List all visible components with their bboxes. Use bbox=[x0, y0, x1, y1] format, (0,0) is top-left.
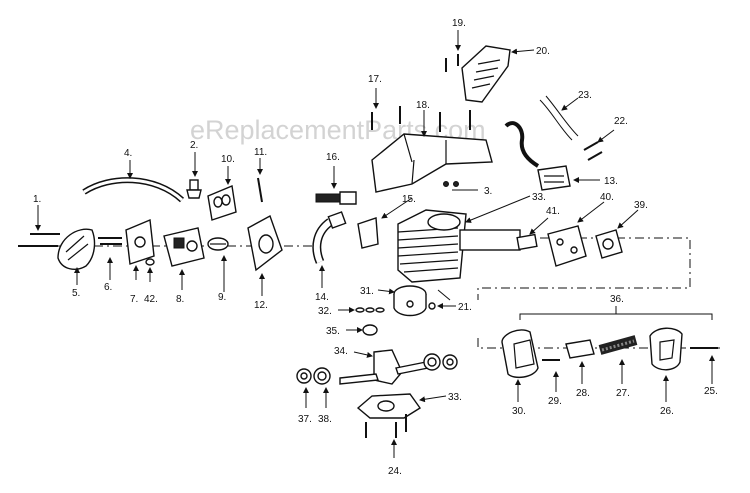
label-37: 37. bbox=[298, 414, 312, 425]
label-25: 25. bbox=[704, 386, 718, 397]
label-26: 26. bbox=[660, 406, 674, 417]
part-38-bearing bbox=[313, 367, 331, 408]
part-1-bolts bbox=[18, 205, 60, 247]
part-16-spark-plug bbox=[315, 166, 357, 205]
part-20-handle-cover bbox=[461, 45, 535, 103]
label-15: 15. bbox=[402, 194, 416, 205]
label-41: 41. bbox=[546, 206, 560, 217]
label-4: 4. bbox=[124, 148, 132, 159]
part-19-screws bbox=[445, 30, 461, 72]
part-30-muffler-housing bbox=[501, 329, 539, 402]
part-8-carburetor bbox=[163, 227, 205, 290]
label-1: 1. bbox=[33, 194, 41, 205]
label-23: 23. bbox=[578, 90, 592, 101]
part-labels: 1. 2. 3. 4. 5. 6. 7. 42. 8. 9. 10. 11. 1… bbox=[33, 18, 718, 477]
part-26-muffler-cover bbox=[649, 327, 683, 402]
label-33b: 33. bbox=[448, 392, 462, 403]
label-7: 7. bbox=[130, 294, 138, 305]
label-27: 27. bbox=[616, 388, 630, 399]
part-41-plug bbox=[516, 217, 549, 251]
part-29-screw bbox=[542, 359, 560, 392]
label-40: 40. bbox=[600, 192, 614, 203]
label-13: 13. bbox=[604, 176, 618, 187]
label-35: 35. bbox=[326, 326, 340, 337]
label-28: 28. bbox=[576, 388, 590, 399]
label-42: 42. bbox=[144, 294, 158, 305]
label-18: 18. bbox=[416, 100, 430, 111]
label-2: 2. bbox=[190, 140, 198, 151]
label-6: 6. bbox=[104, 282, 112, 293]
label-32: 32. bbox=[318, 306, 332, 317]
assembly-axis-right bbox=[477, 237, 691, 300]
part-7-filter-plate bbox=[125, 218, 155, 280]
part-4-hose bbox=[82, 160, 185, 203]
label-14: 14. bbox=[315, 292, 329, 303]
part-33-crankcase bbox=[356, 393, 447, 458]
label-22: 22. bbox=[614, 116, 628, 127]
label-10: 10. bbox=[221, 154, 235, 165]
label-20: 20. bbox=[536, 46, 550, 57]
label-9: 9. bbox=[218, 292, 226, 303]
part-13-ignition-module bbox=[504, 121, 600, 191]
part-39-plate bbox=[595, 209, 639, 259]
assembly-axis-lower bbox=[477, 338, 720, 349]
part-6-screws bbox=[98, 237, 122, 280]
label-11: 11. bbox=[254, 147, 267, 158]
label-39: 39. bbox=[634, 200, 648, 211]
part-32-piston-pin bbox=[338, 307, 385, 313]
label-34: 34. bbox=[334, 346, 348, 357]
label-38: 38. bbox=[318, 414, 332, 425]
part-23-ignition-wire bbox=[539, 95, 579, 141]
part-21-piston-rings bbox=[428, 289, 456, 310]
label-5: 5. bbox=[72, 288, 80, 299]
part-17-screws bbox=[371, 88, 471, 187]
part-11-screw bbox=[257, 158, 263, 203]
part-22-screws bbox=[583, 129, 615, 161]
part-14-spark-boot bbox=[312, 211, 347, 288]
part-37-seal bbox=[296, 368, 312, 408]
part-36-bracket bbox=[519, 306, 713, 320]
part-25-bolt bbox=[690, 347, 718, 384]
part-9-fitting bbox=[207, 237, 229, 292]
part-bearings-right bbox=[423, 353, 458, 371]
part-34-crankshaft bbox=[339, 349, 429, 385]
label-3: 3. bbox=[484, 186, 492, 197]
part-12-intake-manifold bbox=[247, 214, 283, 296]
part-40-muffler-gasket bbox=[547, 201, 605, 267]
label-17: 17. bbox=[368, 74, 382, 85]
label-12: 12. bbox=[254, 300, 268, 311]
part-2-primer bbox=[186, 152, 202, 199]
label-33a: 33. bbox=[532, 192, 546, 203]
part-18-top-shroud bbox=[371, 110, 493, 193]
part-42-gasket bbox=[145, 258, 155, 282]
part-15-bracket bbox=[357, 197, 413, 249]
label-29: 29. bbox=[548, 396, 562, 407]
label-30: 30. bbox=[512, 406, 526, 417]
label-21: 21. bbox=[458, 302, 472, 313]
part-28-deflector bbox=[565, 339, 595, 384]
label-16: 16. bbox=[326, 152, 340, 163]
part-5-air-filter-cover bbox=[57, 228, 96, 285]
label-8: 8. bbox=[176, 294, 184, 305]
part-35-needle-bearing bbox=[346, 324, 378, 336]
part-10-insulator bbox=[207, 166, 237, 221]
part-27-screen bbox=[598, 335, 638, 384]
label-24: 24. bbox=[388, 466, 402, 477]
part-33a-leader bbox=[465, 195, 531, 223]
part-3-cylinder bbox=[397, 189, 521, 283]
part-31-piston bbox=[377, 285, 427, 317]
label-19: 19. bbox=[452, 18, 466, 29]
label-31: 31. bbox=[360, 286, 374, 297]
label-36: 36. bbox=[610, 294, 624, 305]
